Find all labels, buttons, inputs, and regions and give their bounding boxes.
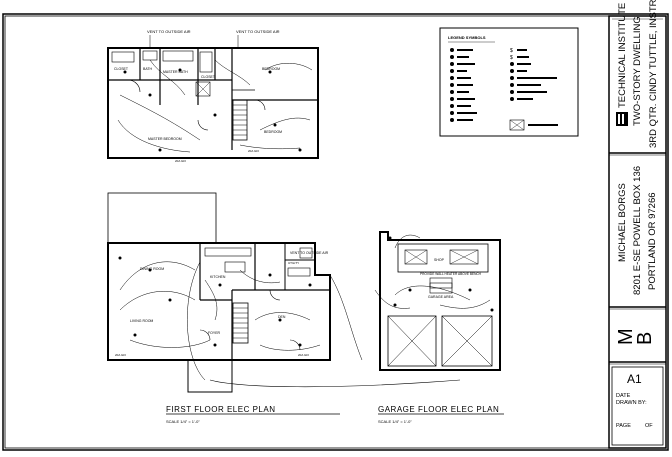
institute-line-1: TECHNICAL INSTITUTE bbox=[617, 3, 628, 108]
garage-heater-note: PROVIDE WALL HEATER ABOVE BENCH bbox=[420, 272, 482, 276]
room-label-utility: UTILITY bbox=[288, 261, 299, 265]
vent-note-first: VENT TO OUTSIDE AIR bbox=[290, 251, 329, 255]
page-label: PAGE bbox=[616, 423, 631, 429]
outlet-note-upper-2: 20A GFI bbox=[248, 149, 259, 153]
vent-note-upper-2: VENT TO OUTSIDE AIR bbox=[236, 29, 280, 34]
outer-border bbox=[2, 13, 669, 451]
first-floor-symbols bbox=[118, 256, 312, 347]
outlet-note-upper-1: 20A GFI bbox=[175, 159, 186, 163]
symbol-legend bbox=[439, 27, 579, 137]
upper-floor-plan bbox=[107, 35, 319, 159]
room-label-bedroom-2: BEDROOM bbox=[264, 130, 282, 134]
legend-title: LEGEND SYMBOLS bbox=[448, 35, 486, 40]
initials-b: B bbox=[634, 332, 656, 345]
first-floor-plan-scale: SCALE 1/4" = 1'-0" bbox=[166, 419, 200, 424]
first-floor-plan-title: FIRST FLOOR ELEC PLAN bbox=[166, 405, 276, 414]
room-label-closet-1: CLOSET bbox=[114, 67, 129, 71]
outlet-note-first-1: 20A GFI bbox=[115, 353, 126, 357]
garage-symbols bbox=[388, 236, 494, 312]
room-label-kitchen: KITCHEN bbox=[210, 275, 226, 279]
room-label-foyer: FOYER bbox=[208, 331, 221, 335]
room-label-master-bedroom: MASTER BEDROOM bbox=[148, 137, 182, 141]
institute-logo bbox=[616, 112, 628, 126]
drawn-by-label: DRAWN BY: bbox=[616, 400, 647, 406]
room-label-bath: BATH bbox=[143, 67, 153, 71]
sheet-number: A1 bbox=[627, 372, 642, 386]
room-label-closet-2: CLOSET bbox=[201, 75, 216, 79]
institute-line-2: TWO-STORY DWELLING bbox=[632, 16, 643, 126]
first-floor-plan bbox=[107, 192, 461, 393]
room-label-master-bath: MASTER BATH bbox=[163, 70, 188, 74]
address-line-1: 8201 E-SE POWELL BOX 136 bbox=[632, 166, 643, 295]
room-label-bedroom-1: BEDROOM bbox=[262, 67, 280, 71]
title-block bbox=[608, 15, 667, 449]
inner-border bbox=[4, 15, 667, 449]
institute-line-3: 3RD QTR. CINDY TUTTLE, INSTR. bbox=[648, 0, 659, 148]
address-line-2: PORTLAND OR 97266 bbox=[647, 192, 658, 290]
svg-text:$: $ bbox=[510, 48, 513, 54]
legend-symbols: $ $ bbox=[448, 41, 558, 131]
date-label: DATE bbox=[616, 393, 631, 399]
garage-plan-title: GARAGE FLOOR ELEC PLAN bbox=[378, 405, 499, 414]
garage-plan-scale: SCALE 1/4" = 1'-0" bbox=[378, 419, 412, 424]
room-label-garage-area: GARAGE AREA bbox=[428, 295, 454, 299]
svg-text:$: $ bbox=[510, 55, 513, 61]
of-label: OF bbox=[645, 423, 653, 429]
room-label-den: DEN bbox=[278, 315, 286, 319]
vent-note-upper-1: VENT TO OUTSIDE AIR bbox=[147, 29, 191, 34]
room-label-dining: DINING ROOM bbox=[140, 267, 164, 271]
student-name: MICHAEL BORGS bbox=[617, 183, 628, 262]
upper-floor-symbols bbox=[123, 68, 302, 152]
room-label-living: LIVING ROOM bbox=[130, 319, 153, 323]
room-label-shop: SHOP bbox=[434, 258, 445, 262]
outlet-note-first-2: 20A GFI bbox=[298, 353, 309, 357]
initials-m: M bbox=[615, 328, 637, 345]
garage-floor-plan bbox=[374, 231, 501, 371]
